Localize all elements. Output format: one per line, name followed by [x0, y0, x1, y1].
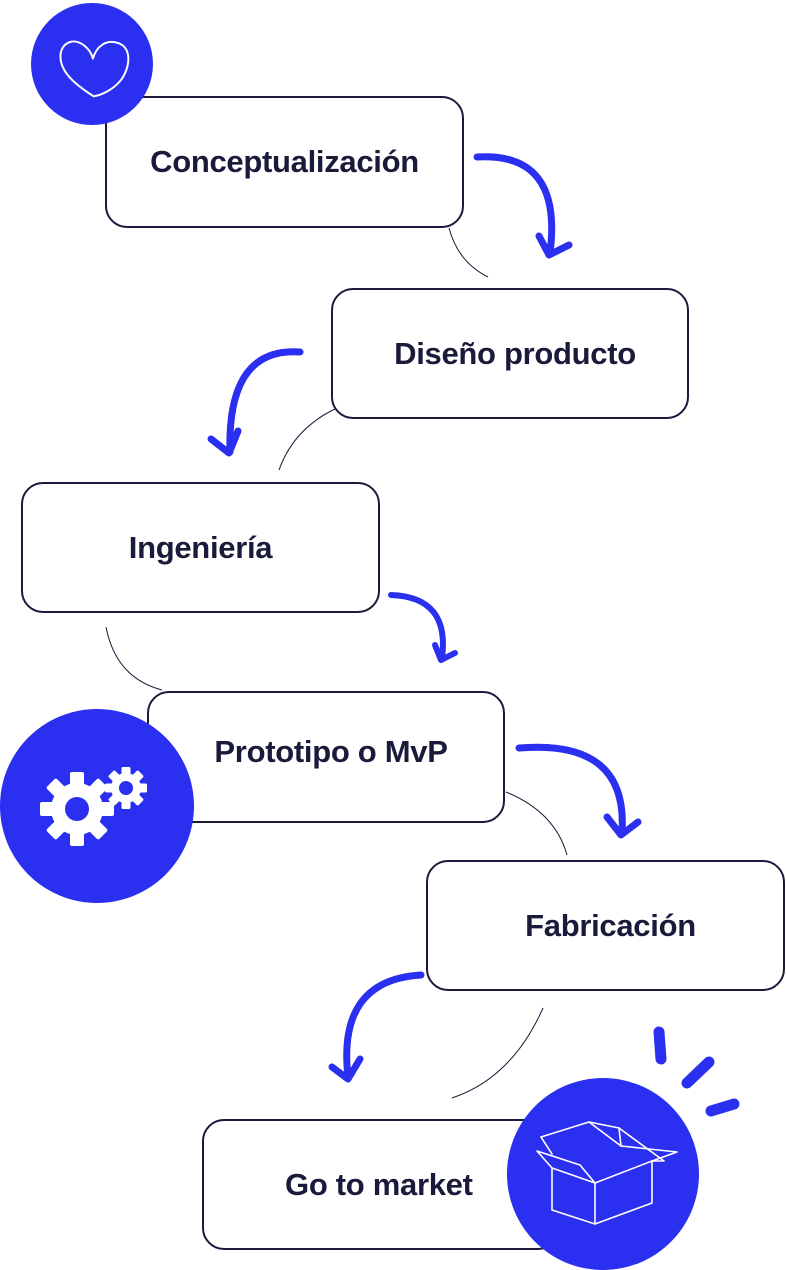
open-box-icon [536, 1121, 678, 1225]
step-label: Conceptualización [150, 144, 419, 179]
step-label: Prototipo o MvP [214, 734, 448, 769]
step-fabricacion: Fabricación [426, 860, 785, 991]
gears-badge [0, 709, 194, 903]
curved-arrow-icon [515, 743, 642, 839]
step-label: Diseño producto [394, 335, 636, 371]
connector-line [105, 626, 163, 691]
connector-line [278, 407, 338, 471]
sparkle-dashes [653, 1026, 740, 1117]
curved-arrow-icon [207, 348, 304, 457]
step-label: Ingeniería [128, 529, 273, 565]
step-prototipo-mvp: Prototipo o MvP [147, 691, 505, 823]
curved-arrow-icon [388, 592, 458, 663]
step-conceptualizacion: Conceptualización [105, 96, 464, 228]
heart-badge [31, 3, 153, 125]
heart-icon [59, 40, 130, 98]
curved-arrow-icon [473, 153, 573, 259]
step-label: Fabricación [525, 907, 696, 943]
step-label: Go to market [285, 1166, 473, 1202]
step-ingenieria: Ingeniería [21, 482, 380, 613]
gears-icon [40, 767, 147, 846]
connector-line [505, 791, 568, 856]
connector-line [448, 227, 489, 278]
connector-line [451, 1007, 544, 1099]
curved-arrow-icon [328, 971, 425, 1083]
box-badge [507, 1078, 699, 1270]
step-go-to-market: Go to market [202, 1119, 560, 1250]
step-diseno-producto: Diseño producto [331, 288, 689, 419]
